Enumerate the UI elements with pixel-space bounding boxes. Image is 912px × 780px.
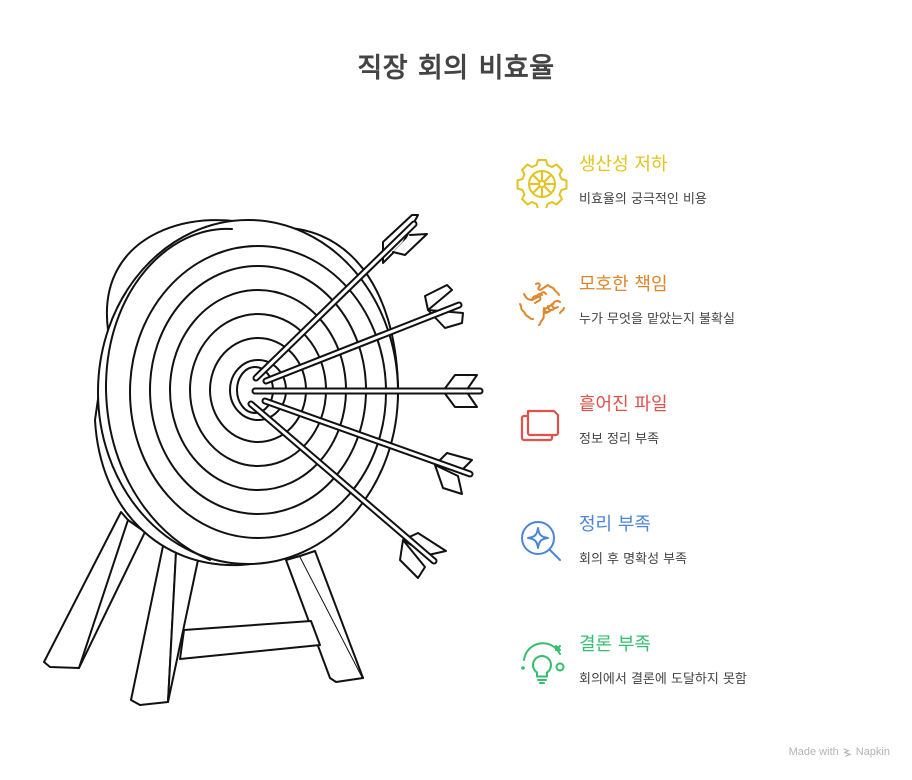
gear-icon xyxy=(516,159,568,208)
napkin-watermark[interactable]: Made with Napkin xyxy=(789,746,890,758)
tangled-hands-icon xyxy=(519,282,565,326)
arrow-5 xyxy=(247,400,447,579)
arrow-4 xyxy=(261,397,474,495)
target-stand xyxy=(43,511,364,706)
arrow-2 xyxy=(262,284,464,385)
item-productivity-loss: 생산성 저하 비효율의 궁극적인 비용 xyxy=(512,142,892,212)
item-description: 비효율의 궁극적인 비용 xyxy=(579,192,707,207)
napkin-logo-icon xyxy=(843,747,852,757)
watermark-brand: Napkin xyxy=(855,746,890,758)
item-heading: 정리 부족 xyxy=(579,514,651,535)
arrow-1 xyxy=(252,214,428,382)
item-lack-of-organization: 정리 부족 회의 후 명확성 부족 xyxy=(512,502,892,572)
lightbulb-orbit-icon xyxy=(521,642,565,684)
item-description: 정보 정리 부족 xyxy=(579,432,660,447)
item-scattered-files: 흩어진 파일 정보 정리 부족 xyxy=(512,382,892,452)
item-heading: 결론 부족 xyxy=(579,634,651,655)
magnifier-sparkle-icon xyxy=(521,521,561,561)
item-unclear-responsibility: 모호한 책임 누가 무엇을 맡았는지 불확실 xyxy=(512,262,892,332)
item-no-conclusion: 결론 부족 회의에서 결론에 도달하지 못함 xyxy=(512,622,892,692)
item-heading: 흩어진 파일 xyxy=(579,394,668,415)
item-description: 회의 후 명확성 부족 xyxy=(579,552,688,567)
page-title: 직장 회의 비효율 xyxy=(357,53,555,84)
watermark-prefix: Made with xyxy=(788,746,839,758)
item-heading: 생산성 저하 xyxy=(579,154,668,175)
item-description: 회의에서 결론에 도달하지 못함 xyxy=(579,672,747,687)
item-heading: 모호한 책임 xyxy=(579,274,668,295)
item-description: 누가 무엇을 맡았는지 불확실 xyxy=(579,312,735,327)
stacked-files-icon xyxy=(520,409,560,442)
arrow-3 xyxy=(251,374,484,408)
